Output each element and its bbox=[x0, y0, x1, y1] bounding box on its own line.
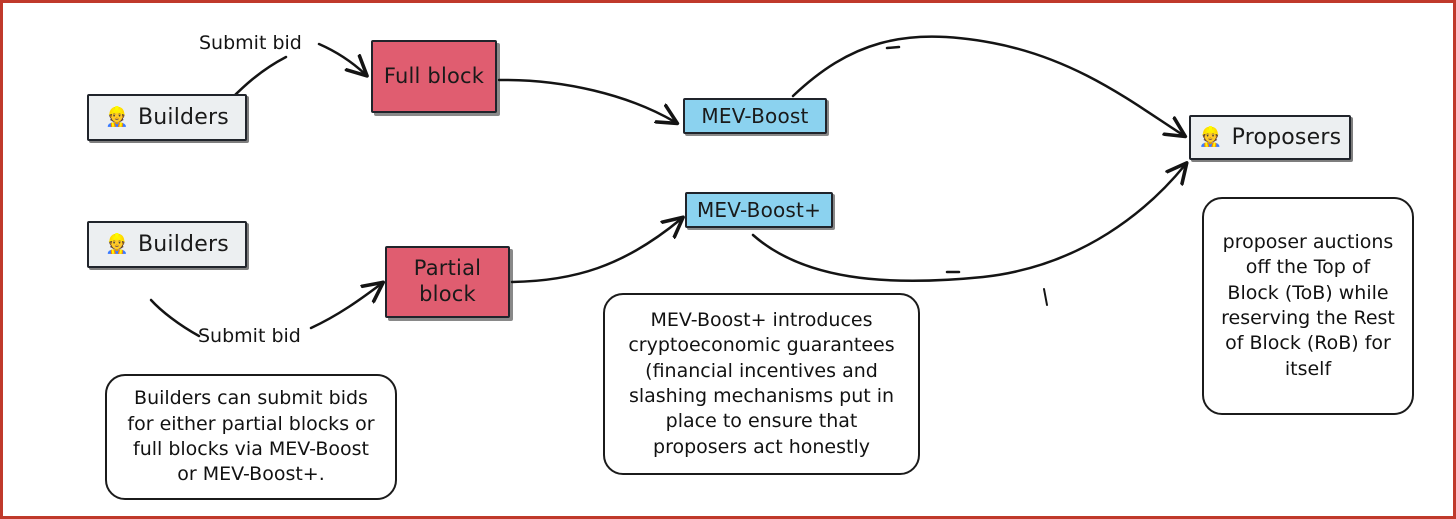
edge-mev-boost-to-proposers bbox=[791, 35, 1183, 135]
node-builders-top-label: Builders bbox=[137, 105, 229, 130]
note-mev-boost-plus-text: MEV-Boost+ introduces cryptoeconomic gua… bbox=[628, 309, 895, 458]
node-partial-block-label: Partial block bbox=[413, 256, 482, 306]
edge-label-submit-bid-bottom: Submit bid bbox=[198, 325, 301, 347]
edge-full-block-to-mev-boost bbox=[497, 78, 675, 122]
note-mev-boost-plus: MEV-Boost+ introduces cryptoeconomic gua… bbox=[603, 293, 920, 475]
note-builders-text: Builders can submit bids for either part… bbox=[127, 387, 375, 486]
node-builders-top[interactable]: 👷 Builders bbox=[87, 94, 247, 141]
edge-submitbid-to-partial-block bbox=[309, 284, 381, 330]
edge-builders-bottom-to-submitbid bbox=[149, 298, 201, 338]
stray-pen-mark bbox=[1043, 288, 1048, 306]
node-mev-boost-plus-label: MEV-Boost+ bbox=[696, 198, 822, 222]
construction-worker-icon: 👷 bbox=[105, 106, 129, 128]
node-builders-bottom[interactable]: 👷 Builders bbox=[87, 221, 247, 268]
node-full-block[interactable]: Full block bbox=[371, 40, 497, 113]
node-builders-bottom-label: Builders bbox=[137, 232, 229, 257]
edge-builders-top-to-submitbid bbox=[229, 55, 288, 101]
node-proposers[interactable]: 👷 Proposers bbox=[1189, 115, 1351, 160]
construction-worker-icon: 👷 bbox=[1198, 126, 1223, 148]
node-mev-boost-label: MEV-Boost bbox=[701, 104, 809, 128]
note-proposer-text: proposer auctions off the Top of Block (… bbox=[1221, 231, 1395, 380]
note-proposer: proposer auctions off the Top of Block (… bbox=[1202, 197, 1414, 415]
node-mev-boost-plus[interactable]: MEV-Boost+ bbox=[685, 192, 833, 228]
node-partial-block[interactable]: Partial block bbox=[385, 246, 510, 318]
arc-gap-tick-upper bbox=[885, 45, 901, 50]
node-mev-boost[interactable]: MEV-Boost bbox=[683, 98, 827, 134]
edge-partial-block-to-mev-boost-plus bbox=[510, 219, 681, 284]
node-proposers-label: Proposers bbox=[1231, 125, 1342, 150]
note-builders: Builders can submit bids for either part… bbox=[105, 374, 397, 500]
node-full-block-label: Full block bbox=[383, 63, 485, 88]
construction-worker-icon: 👷 bbox=[105, 233, 129, 255]
edge-submitbid-to-full-block bbox=[317, 42, 365, 74]
edge-label-submit-bid-top: Submit bid bbox=[199, 32, 302, 54]
